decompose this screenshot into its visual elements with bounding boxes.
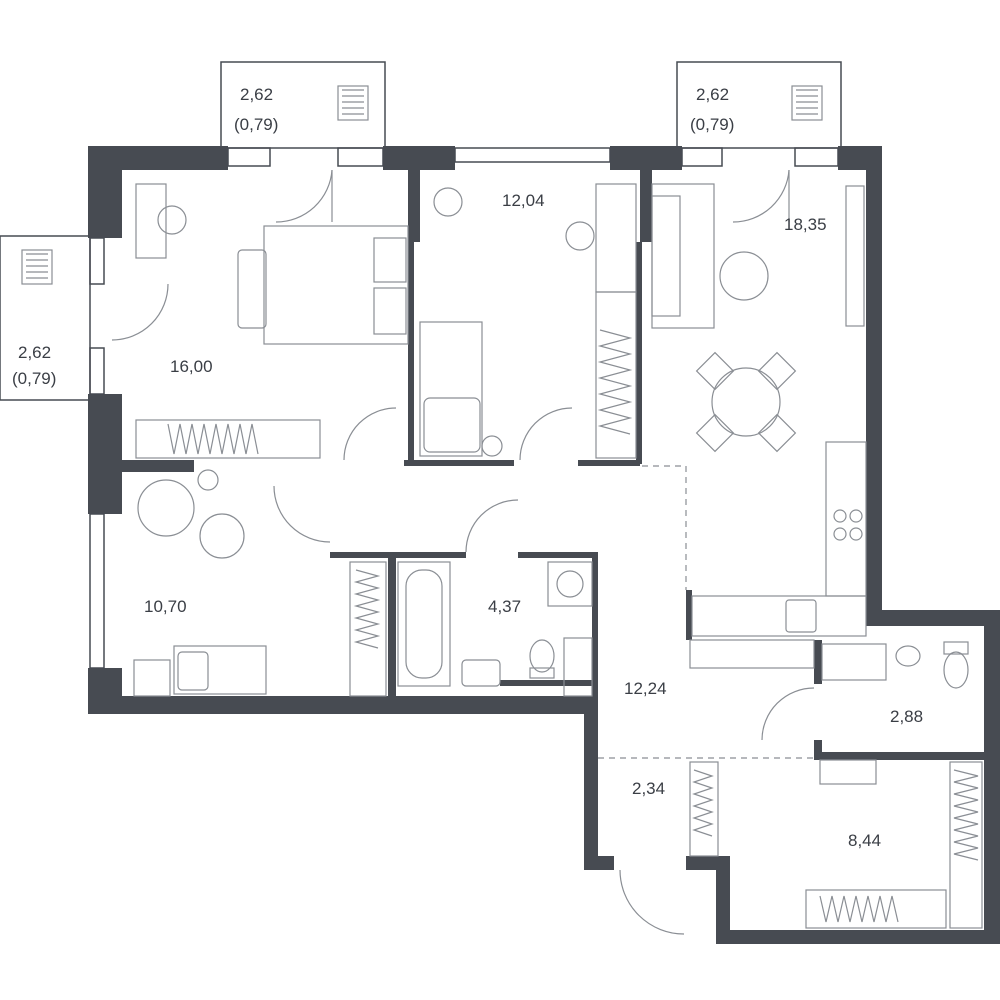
wardrobe-icon	[349, 561, 387, 697]
radiator-icon	[135, 419, 321, 459]
sink-icon	[895, 645, 921, 667]
balcony-reduced-top-left: (0,79)	[234, 115, 278, 134]
room-area-bedroom-3: 10,70	[144, 597, 187, 616]
chair-icon	[565, 221, 595, 251]
wardrobe-icon	[949, 761, 983, 929]
room-area-wc: 2,88	[890, 707, 923, 726]
plant-icon	[199, 513, 245, 559]
sofa-icon	[651, 183, 715, 329]
shoe-rack-icon	[689, 639, 815, 669]
room-area-living-kitchen: 18,35	[784, 215, 827, 234]
chair-icon	[157, 205, 187, 235]
bed-icon	[263, 225, 409, 345]
room-area-hall: 12,24	[624, 679, 667, 698]
windows	[89, 147, 839, 669]
area-labels: 16,00 12,04 18,35 10,70 4,37 12,24 2,88 …	[12, 85, 923, 850]
table-icon	[819, 759, 877, 785]
balcony-area-left: 2,62	[18, 343, 51, 362]
furniture	[21, 85, 983, 929]
toilet-icon	[529, 639, 555, 679]
balcony-outlines	[0, 61, 842, 401]
balcony-area-top-right: 2,62	[696, 85, 729, 104]
kitchen-counter-icon	[691, 441, 867, 637]
plant-icon	[719, 251, 769, 301]
shelf-icon	[563, 637, 593, 697]
balcony-reduced-left: (0,79)	[12, 369, 56, 388]
bench-icon	[237, 249, 267, 329]
desk-icon	[135, 183, 167, 259]
zone-borders	[598, 465, 814, 759]
washing-machine-icon	[547, 561, 593, 607]
wardrobe-icon	[689, 761, 719, 857]
bed-icon	[419, 321, 483, 457]
room-area-entry: 2,34	[632, 779, 665, 798]
armchair-icon	[137, 479, 195, 537]
radiator-icon	[805, 889, 947, 929]
walls	[88, 146, 1000, 944]
bathtub-icon	[397, 561, 451, 687]
dining-table-icon	[695, 351, 797, 453]
radiator-icon	[21, 249, 53, 285]
counter-icon	[821, 643, 887, 681]
balcony-area-top-left: 2,62	[240, 85, 273, 104]
plant-icon	[433, 187, 463, 217]
desk-icon	[595, 183, 637, 293]
stool-icon	[197, 469, 219, 491]
nightstand-icon	[133, 659, 171, 697]
room-area-bathroom: 4,37	[488, 597, 521, 616]
sink-icon	[785, 599, 817, 633]
room-area-bedroom-2: 12,04	[502, 191, 545, 210]
radiator-icon	[791, 85, 823, 121]
toilet-icon	[943, 641, 969, 689]
bed-icon	[173, 645, 267, 695]
stove-icon	[833, 509, 863, 541]
tv-icon	[845, 185, 865, 327]
room-area-bedroom-1: 16,00	[170, 357, 213, 376]
radiator-icon	[337, 85, 369, 121]
balcony-reduced-top-right: (0,79)	[690, 115, 734, 134]
doors	[111, 169, 815, 935]
washing-icon	[481, 435, 503, 457]
sink-icon	[461, 659, 501, 687]
room-area-storage: 8,44	[848, 831, 881, 850]
wardrobe-icon	[595, 291, 637, 459]
